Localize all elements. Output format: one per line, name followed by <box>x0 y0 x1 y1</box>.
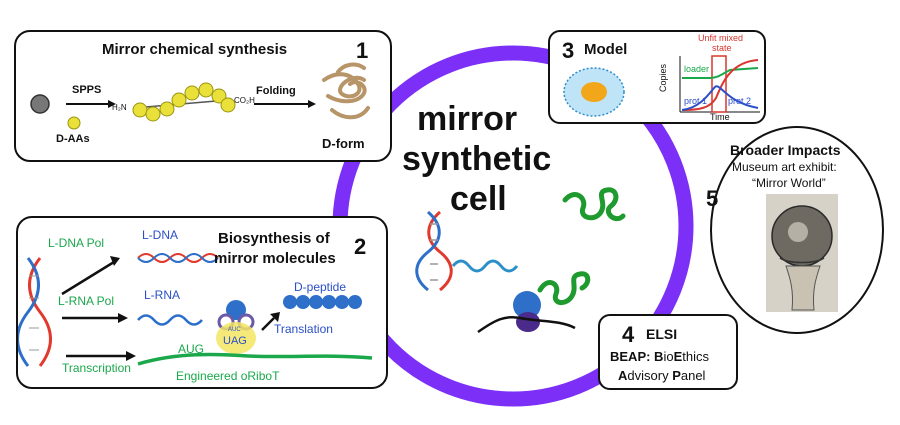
panel5-title: Broader Impacts <box>730 142 841 158</box>
cell-dna-helix <box>415 210 453 292</box>
advisory-a: A <box>618 368 628 383</box>
panel-elsi: 4 ELSI BEAP: BioEthics Advisory Panel <box>598 314 738 390</box>
panel1-folding-label: Folding <box>256 85 296 97</box>
panel2-title-line2: mirror molecules <box>214 250 336 267</box>
panel1-dform-label: D-form <box>322 136 365 151</box>
panel3-unfit-line1: Unfit mixed <box>698 33 744 43</box>
panel2-auc-label: AUC <box>228 327 241 333</box>
template-dna-helix-icon <box>18 257 52 367</box>
panel2-lrna-label: L-RNA <box>144 288 181 302</box>
beap-e: E <box>673 349 683 364</box>
cell-rna-wave <box>451 259 519 273</box>
panel5-sub1: Museum art exhibit: <box>732 160 837 174</box>
oribot-rrna-curve <box>137 352 373 366</box>
panel2-number: 2 <box>354 234 367 259</box>
panel3-number: 3 <box>562 38 575 63</box>
panel2-translation-label: Translation <box>274 322 333 336</box>
panel2-ldna-pol-label: L-DNA Pol <box>48 236 105 250</box>
prot2-curve <box>681 59 759 111</box>
panel2-dpeptide-label: D-peptide <box>294 280 347 294</box>
panel3-loader-label: loader <box>684 64 710 74</box>
beap-io: io <box>663 349 674 364</box>
panel1-number: 1 <box>356 38 369 63</box>
panel4-advisory-line: Advisory Panel <box>618 368 705 383</box>
panel1-co2h-label: CO₂H <box>234 96 255 105</box>
panel3-title: Model <box>584 41 628 58</box>
panel2-art <box>18 253 373 367</box>
panel2-ldna-label: L-DNA <box>142 228 179 242</box>
panel5-number: 5 <box>706 186 719 211</box>
panel3-art <box>563 55 760 117</box>
trna-icon <box>216 300 256 354</box>
panel1-daas-label: D-AAs <box>56 133 90 145</box>
lrna-wave-icon <box>137 314 203 326</box>
center-title-line2: synthetic <box>402 140 552 178</box>
peptide-chain-icon <box>132 82 236 122</box>
panel-biosynthesis-mirror-molecules: Biosynthesis of mirror molecules 2 L-DNA… <box>16 216 388 389</box>
panel3-copies-label: Copies <box>658 63 668 92</box>
panel4-number: 4 <box>622 322 635 347</box>
dpeptide-chain-icon <box>283 295 362 309</box>
panel1-h2n-label: H₂N <box>112 103 127 112</box>
panel2-title-line1: Biosynthesis of <box>218 230 330 247</box>
panel-rest: anel <box>680 368 706 383</box>
panel3-prot2-label: prot 2 <box>728 96 752 106</box>
panel2-oribot-label: Engineered oRiboT <box>176 369 280 383</box>
prot1-curve <box>681 85 759 111</box>
center-title-line3: cell <box>450 180 507 218</box>
cell-protein-green-1 <box>562 187 626 222</box>
panel-model: 3 Model Unfit mixed state loader Copies … <box>548 30 766 124</box>
panel2-aug-label: AUG <box>178 342 205 356</box>
panel5-sub2: “Mirror World” <box>752 176 826 190</box>
panel2-lrna-pol-label: L-RNA Pol <box>58 294 115 308</box>
ldna-helix-icon <box>137 253 219 263</box>
panel2-uag-label: UAG <box>223 335 247 347</box>
panel-mirror-chemical-synthesis: Mirror chemical synthesis 1 SPPS D-AAs H… <box>14 30 392 162</box>
panel3-prot1-label: prot 1 <box>684 96 708 106</box>
resin-bead-icon <box>30 94 50 114</box>
cell-ribosome <box>477 291 576 334</box>
panel-p: P <box>672 368 681 383</box>
panel4-beap-line: BEAP: BioEthics <box>610 349 709 364</box>
mirror-world-artwork <box>766 194 838 312</box>
folded-protein-icon <box>322 62 370 120</box>
cell-model-icon <box>563 67 625 117</box>
panel4-title: ELSI <box>646 326 678 342</box>
panel1-title: Mirror chemical synthesis <box>102 41 288 58</box>
unfit-state-box <box>711 55 727 113</box>
panel1-spps-label: SPPS <box>72 84 102 96</box>
advisory-rest: dvisory <box>627 368 673 383</box>
beap-thics: thics <box>682 349 709 364</box>
loader-curve <box>682 67 759 79</box>
panel3-time-label: Time <box>710 112 730 122</box>
panel3-unfit-line2: state <box>712 43 732 53</box>
beap-b: BEAP: B <box>610 349 664 364</box>
amino-acid-bead-icon <box>67 116 81 130</box>
cell-protein-green-2 <box>537 271 591 305</box>
panel-broader-impacts: Broader Impacts Museum art exhibit: “Mir… <box>706 126 884 334</box>
panel2-transcription-label: Transcription <box>62 361 131 375</box>
center-title-line1: mirror <box>417 100 518 138</box>
panel1-art <box>30 62 370 130</box>
